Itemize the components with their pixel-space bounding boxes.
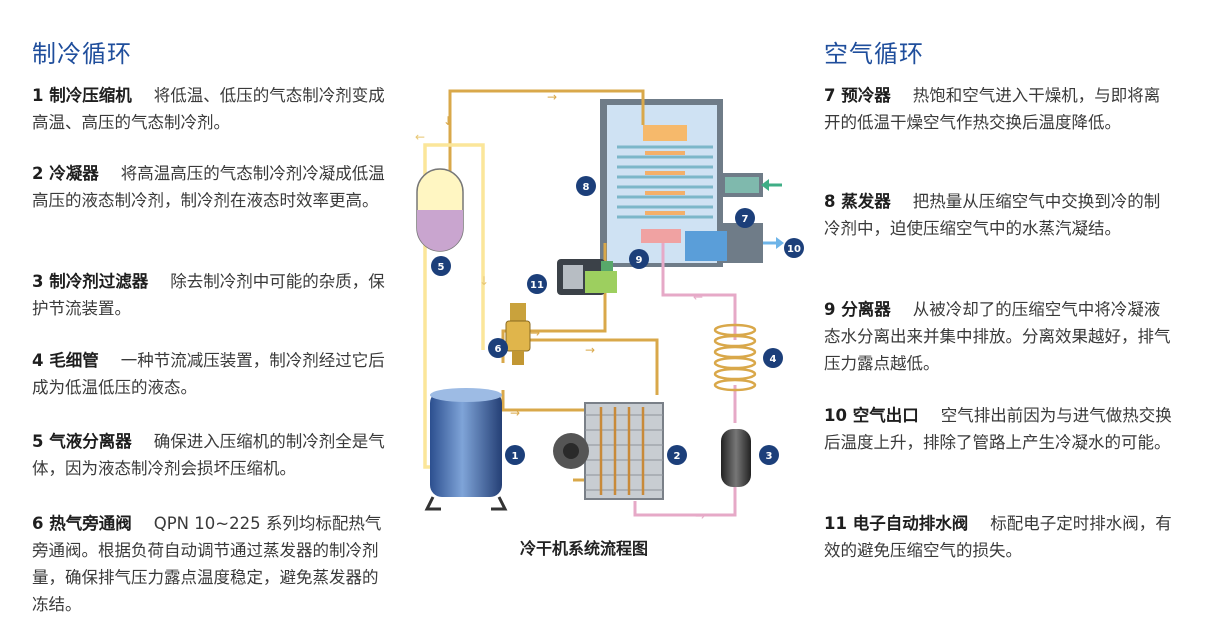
- svg-text:→: →: [695, 509, 705, 523]
- item-capillary: 4 毛细管一种节流减压装置，制冷剂经过它后成为低温低压的液态。: [32, 347, 388, 401]
- item-desc: 确保进入压缩机的制冷剂全是气体，因为液态制冷剂会损坏压缩机。: [32, 432, 385, 478]
- item-name: 4 毛细管: [32, 351, 99, 370]
- badge-4: 4: [763, 348, 783, 368]
- badge-9: 9: [629, 249, 649, 269]
- svg-text:8: 8: [583, 182, 590, 193]
- svg-text:2: 2: [674, 451, 681, 462]
- air-inlet-arrow: [761, 179, 782, 191]
- hot-gas-bypass-valve: [505, 303, 531, 365]
- svg-text:3: 3: [766, 451, 773, 462]
- badge-5: 5: [431, 256, 451, 276]
- liquid-pipes: [633, 243, 737, 517]
- item-desc: 标配电子定时排水阀，有效的避免压缩空气的损失。: [824, 514, 1172, 560]
- item-desc: 将高温高压的气态制冷剂冷凝成低温高压的液态制冷剂，制冷剂在液态时效率更高。: [32, 164, 385, 210]
- badge-3: 3: [759, 445, 779, 465]
- air-title: 空气循环: [824, 40, 924, 68]
- svg-text:←: ←: [693, 290, 703, 304]
- item-name: 6 热气旁通阀: [32, 514, 132, 533]
- item-name: 3 制冷剂过滤器: [32, 272, 149, 291]
- item-desc: 热饱和空气进入干燥机，与即将离开的低温干燥空气作热交换后温度降低。: [824, 86, 1161, 132]
- item-separator: 5 气液分离器确保进入压缩机的制冷剂全是气体，因为液态制冷剂会损坏压缩机。: [32, 428, 388, 482]
- svg-text:↓: ↓: [443, 114, 453, 128]
- gas-liquid-separator: [416, 168, 464, 252]
- item-name: 7 预冷器: [824, 86, 891, 105]
- svg-text:→: →: [510, 406, 520, 420]
- item-name: 5 气液分离器: [32, 432, 132, 451]
- flow-diagram: ← → ↓ → → → ← → ↓ 1 2 3 4 5 6 7 8 9 10 1…: [415, 89, 804, 523]
- item-name: 9 分离器: [824, 300, 891, 319]
- item-name: 2 冷凝器: [32, 164, 99, 183]
- drain-valve: [557, 259, 617, 295]
- refrigeration-title: 制冷循环: [32, 40, 132, 68]
- item-name: 1 制冷压缩机: [32, 86, 132, 105]
- refrigerant-filter: [721, 429, 751, 487]
- svg-text:10: 10: [787, 244, 801, 255]
- svg-text:→: →: [585, 343, 595, 357]
- diagram-caption: 冷干机系统流程图: [520, 539, 649, 558]
- svg-text:1: 1: [512, 451, 519, 462]
- item-drain-valve: 11 电子自动排水阀标配电子定时排水阀，有效的避免压缩空气的损失。: [824, 510, 1176, 564]
- item-filter: 3 制冷剂过滤器除去制冷剂中可能的杂质，保护节流装置。: [32, 268, 388, 322]
- svg-text:5: 5: [438, 262, 445, 273]
- capillary-coil: [713, 323, 757, 392]
- air-outlet-arrow: [763, 237, 784, 249]
- item-name: 11 电子自动排水阀: [824, 514, 969, 533]
- svg-text:7: 7: [742, 214, 749, 225]
- svg-text:→: →: [530, 326, 540, 340]
- item-desc: QPN 10~225 系列均标配热气旁通阀。根据负荷自动调节通过蒸发器的制冷剂量…: [32, 514, 382, 614]
- badge-11: 11: [527, 274, 547, 294]
- item-name: 8 蒸发器: [824, 192, 891, 211]
- svg-text:←: ←: [415, 130, 425, 144]
- heat-exchanger: [617, 125, 713, 243]
- item-desc: 将低温、低压的气态制冷剂变成高温、高压的气态制冷剂。: [32, 86, 385, 132]
- dryer-housing: [600, 99, 763, 267]
- precooler-fins: [725, 177, 759, 193]
- svg-text:→: →: [547, 90, 557, 104]
- air-outlet-chamber: [685, 231, 727, 261]
- badge-2: 2: [667, 445, 687, 465]
- badge-1: 1: [505, 445, 525, 465]
- item-evaporator: 8 蒸发器把热量从压缩空气中交换到冷的制冷剂中，迫使压缩空气中的水蒸汽凝结。: [824, 188, 1176, 242]
- item-precooler: 7 预冷器热饱和空气进入干燥机，与即将离开的低温干燥空气作热交换后温度降低。: [824, 82, 1176, 136]
- item-compressor: 1 制冷压缩机将低温、低压的气态制冷剂变成高温、高压的气态制冷剂。: [32, 82, 388, 136]
- item-name: 10 空气出口: [824, 406, 919, 425]
- svg-text:4: 4: [770, 354, 777, 365]
- compressor: [424, 388, 508, 511]
- item-water-separator: 9 分离器从被冷却了的压缩空气中将冷凝液态水分离出来并集中排放。分离效果越好，排…: [824, 296, 1176, 377]
- badge-10: 10: [784, 238, 804, 258]
- svg-text:11: 11: [530, 280, 544, 291]
- item-desc: 一种节流减压装置，制冷剂经过它后成为低温低压的液态。: [32, 351, 385, 397]
- svg-text:6: 6: [495, 344, 502, 355]
- item-air-outlet: 10 空气出口空气排出前因为与进气做热交换后温度上升，排除了管路上产生冷凝水的可…: [824, 402, 1176, 456]
- svg-text:9: 9: [636, 255, 643, 266]
- badge-6: 6: [488, 338, 508, 358]
- flow-arrows: ← → ↓ → → → ← → ↓: [415, 90, 705, 523]
- item-desc: 把热量从压缩空气中交换到冷的制冷剂中，迫使压缩空气中的水蒸汽凝结。: [824, 192, 1161, 238]
- item-desc: 空气排出前因为与进气做热交换后温度上升，排除了管路上产生冷凝水的可能。: [824, 406, 1172, 452]
- number-badges: 1 2 3 4 5 6 7 8 9 10 11: [431, 176, 804, 465]
- badge-7: 7: [735, 208, 755, 228]
- condenser: [553, 402, 664, 500]
- svg-text:↓: ↓: [479, 274, 489, 288]
- badge-8: 8: [576, 176, 596, 196]
- item-desc: 除去制冷剂中可能的杂质，保护节流装置。: [32, 272, 385, 318]
- item-desc: 从被冷却了的压缩空气中将冷凝液态水分离出来并集中排放。分离效果越好，排气压力露点…: [824, 300, 1171, 373]
- item-condenser: 2 冷凝器将高温高压的气态制冷剂冷凝成低温高压的液态制冷剂，制冷剂在液态时效率更…: [32, 160, 388, 214]
